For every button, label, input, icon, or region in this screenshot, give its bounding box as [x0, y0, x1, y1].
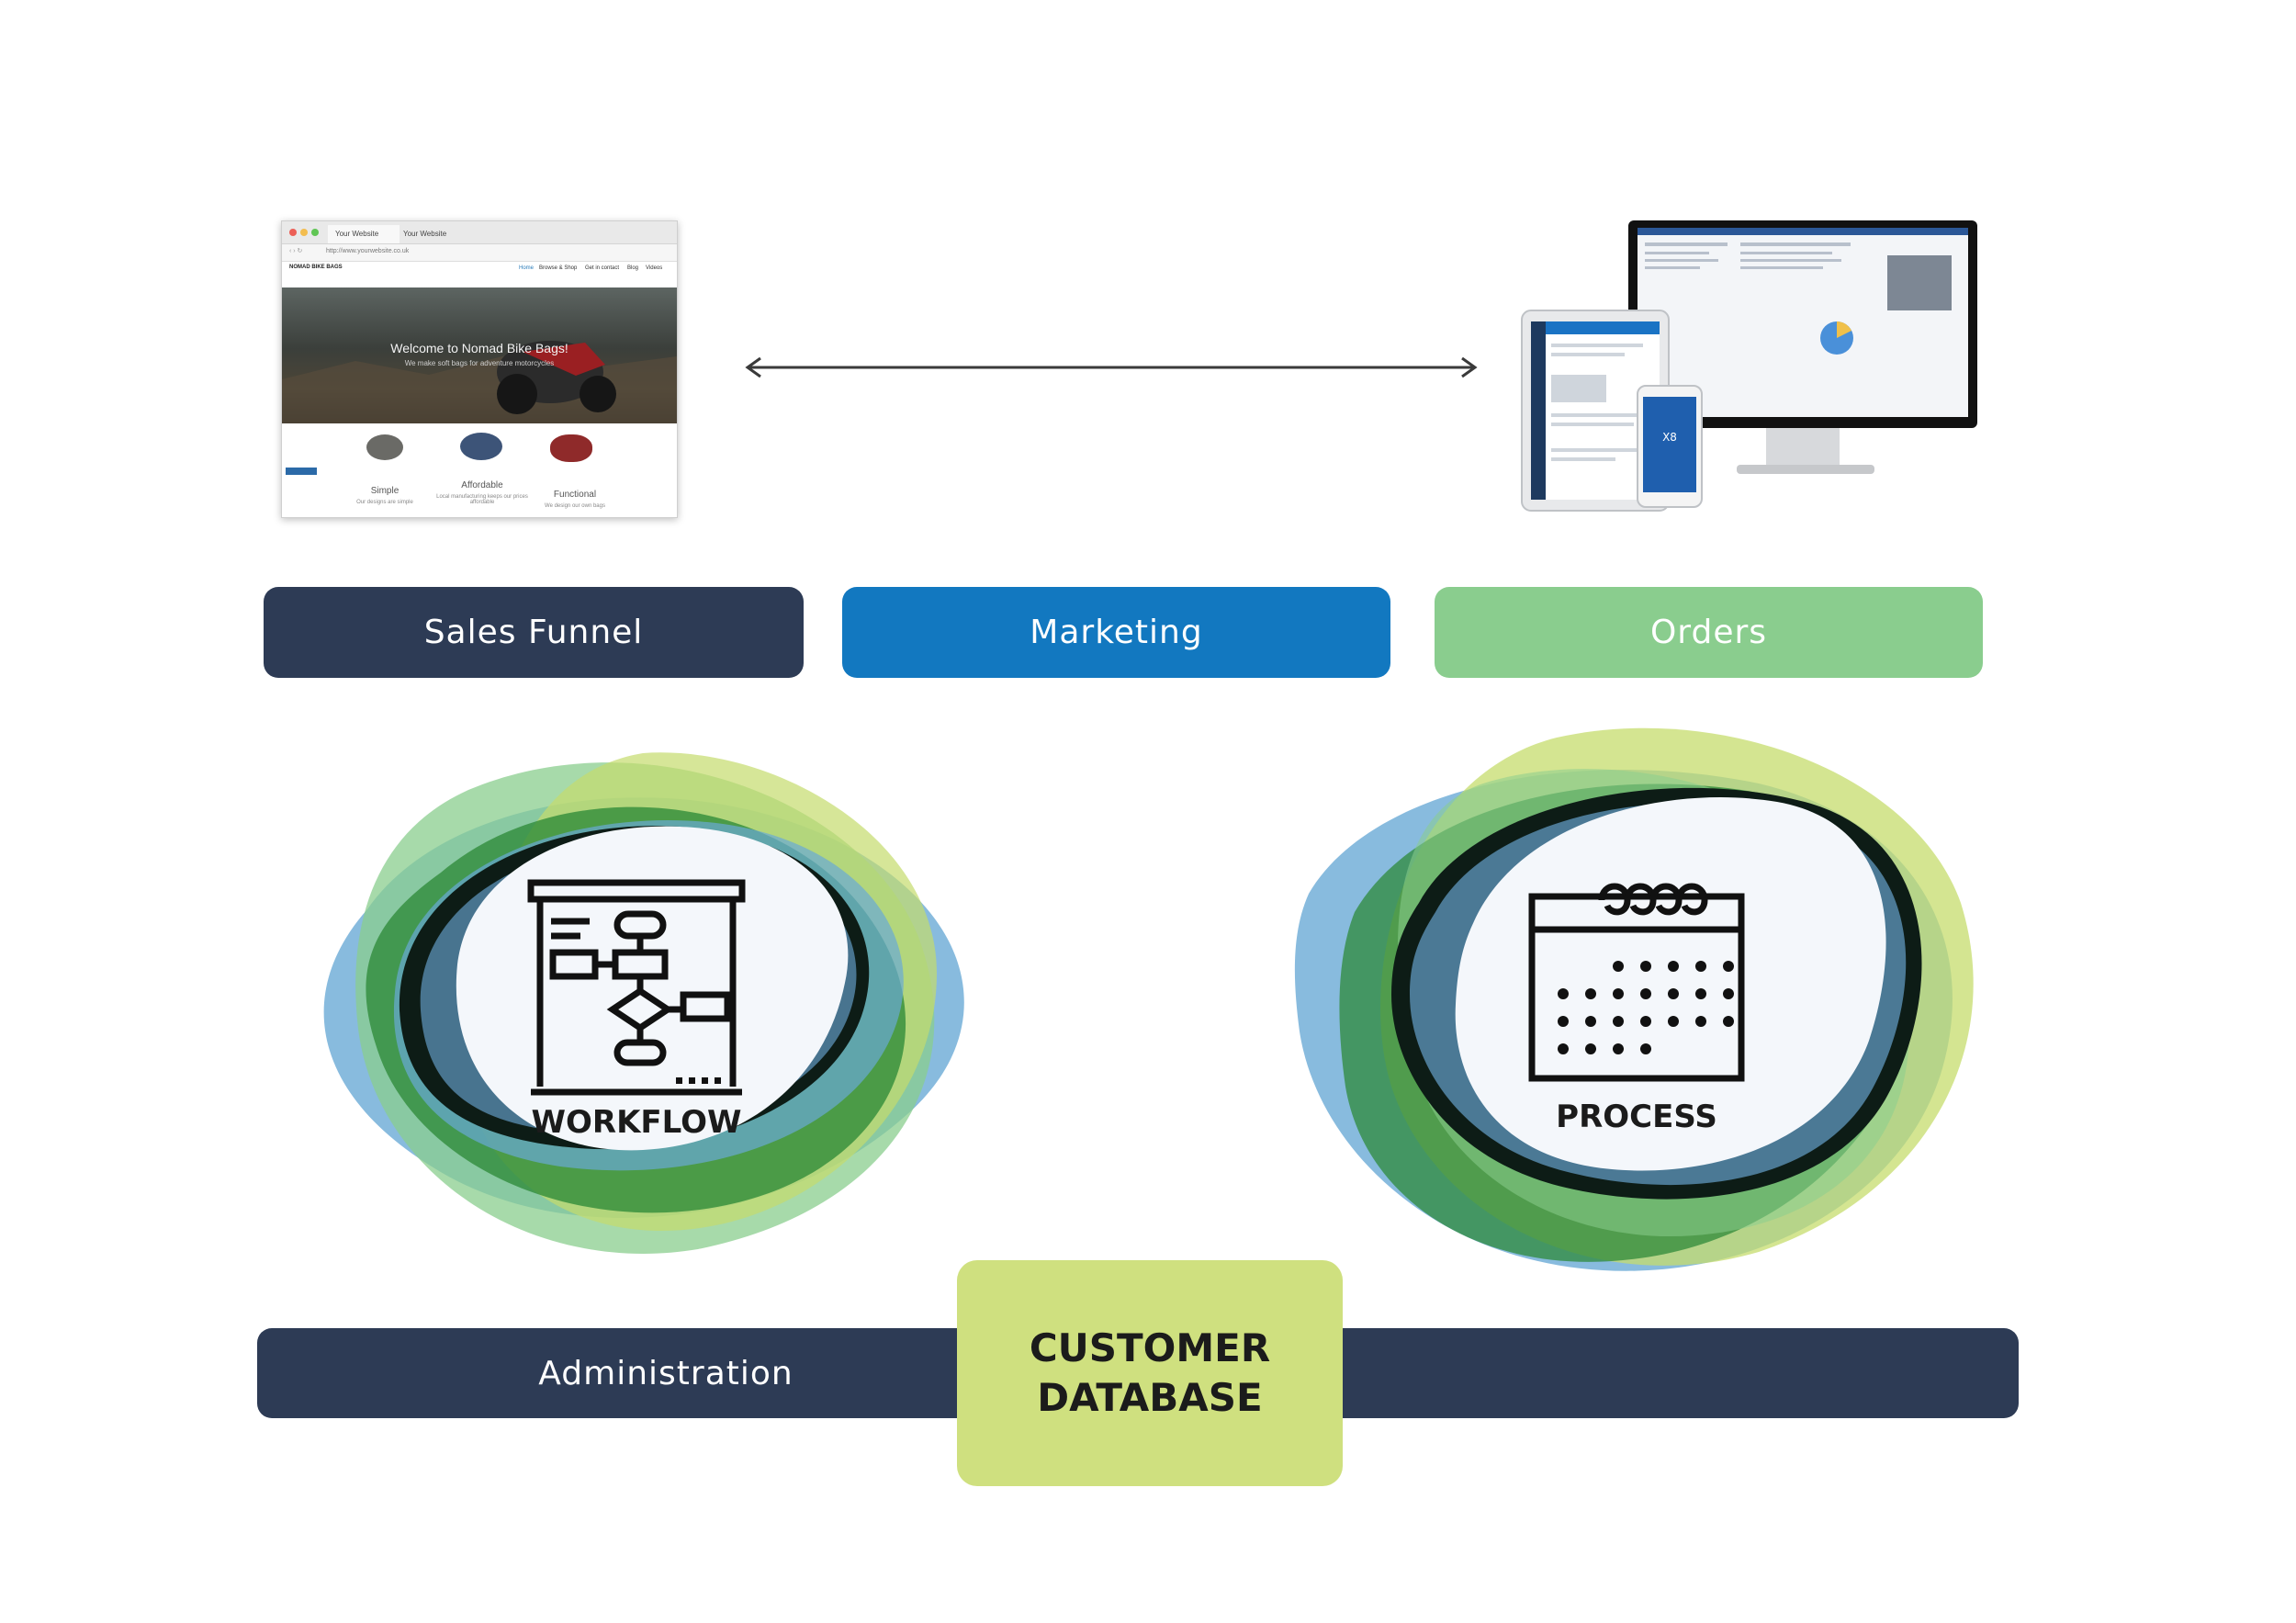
- browser-tab: Your Website: [328, 225, 400, 243]
- orders-button[interactable]: Orders: [1435, 587, 1983, 678]
- site-nav: NOMAD BIKE BAGS Home Browse & Shop Get i…: [282, 262, 677, 278]
- feature-title: Functional: [553, 490, 597, 500]
- bag-image: [366, 434, 403, 460]
- address-bar: ‹ › ↻ http://www.yourwebsite.co.uk: [282, 244, 677, 262]
- minimize-dot: [300, 229, 308, 236]
- workflow-flowchart-icon: [527, 879, 746, 1096]
- site-logo: NOMAD BIKE BAGS: [289, 265, 343, 270]
- feature-text: Our designs are simple: [356, 500, 413, 505]
- back-forward-icon: ‹ › ↻: [289, 248, 303, 254]
- feature-title: Affordable: [461, 480, 503, 490]
- browser-chrome: Your Website Your Website: [282, 221, 677, 244]
- workflow-blob: [323, 752, 964, 1254]
- nav-item: Videos: [646, 265, 663, 271]
- motorcycle-illustration: [282, 341, 677, 423]
- sales-funnel-button[interactable]: Sales Funnel: [264, 587, 804, 678]
- side-tab: [286, 468, 317, 475]
- hero-title: Welcome to Nomad Bike Bags!: [390, 341, 568, 355]
- double-arrow-icon: [745, 356, 1478, 378]
- hero-image: Welcome to Nomad Bike Bags! We make soft…: [282, 287, 677, 423]
- feature-text: We design our own bags: [545, 503, 605, 509]
- feature-functional: Functional We design our own bags: [524, 490, 625, 509]
- workflow-label: WORKFLOW: [531, 1104, 742, 1141]
- customer-database-line2: DATABASE: [1037, 1375, 1263, 1420]
- calendar-icon: [1528, 883, 1745, 1082]
- close-dot: [289, 229, 297, 236]
- bag-image: [550, 434, 592, 462]
- bag-image: [460, 433, 502, 460]
- feature-simple: Simple Our designs are simple: [334, 486, 435, 505]
- customer-database-line1: CUSTOMER: [1029, 1325, 1271, 1370]
- administration-label[interactable]: Administration: [538, 1354, 793, 1392]
- devices-illustration: X8: [1521, 220, 1977, 512]
- website-screenshot: Your Website Your Website ‹ › ↻ http://w…: [281, 220, 678, 518]
- maximize-dot: [311, 229, 319, 236]
- nav-item: Get in contact: [585, 265, 620, 271]
- process-label: PROCESS: [1556, 1099, 1717, 1135]
- nav-item: Home: [519, 265, 535, 271]
- hero-subtitle: We make soft bags for adventure motorcyc…: [404, 359, 555, 367]
- feature-affordable: Affordable Local manufacturing keeps our…: [432, 480, 533, 505]
- svg-text:X8: X8: [1662, 431, 1677, 444]
- feature-text: Local manufacturing keeps our prices aff…: [436, 494, 528, 505]
- browser-tab: Your Website: [403, 230, 447, 238]
- feature-title: Simple: [370, 486, 400, 496]
- customer-database-box[interactable]: CUSTOMER DATABASE: [957, 1260, 1343, 1486]
- address-text: http://www.yourwebsite.co.uk: [326, 248, 410, 254]
- marketing-button[interactable]: Marketing: [842, 587, 1390, 678]
- nav-item: Blog: [627, 265, 639, 271]
- nav-item: Browse & Shop: [539, 265, 578, 271]
